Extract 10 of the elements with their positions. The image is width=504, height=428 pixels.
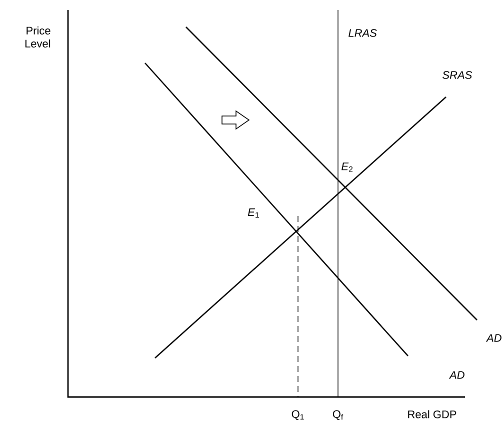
curve-label: SRAS [442, 71, 472, 79]
axis-label: Real GDP [408, 410, 456, 418]
curve-label: AD [486, 334, 502, 342]
curve-label: AD [448, 371, 464, 379]
point-label: E$_{1}$ [248, 208, 259, 218]
axis-label: Q$_{f}$ [332, 410, 344, 420]
point-label: E$_{2}$ [342, 162, 353, 172]
axis-label: Q$_{1}$ [292, 410, 304, 420]
axis-label: Price Level [25, 26, 50, 48]
curve-label: LRAS [348, 29, 377, 37]
